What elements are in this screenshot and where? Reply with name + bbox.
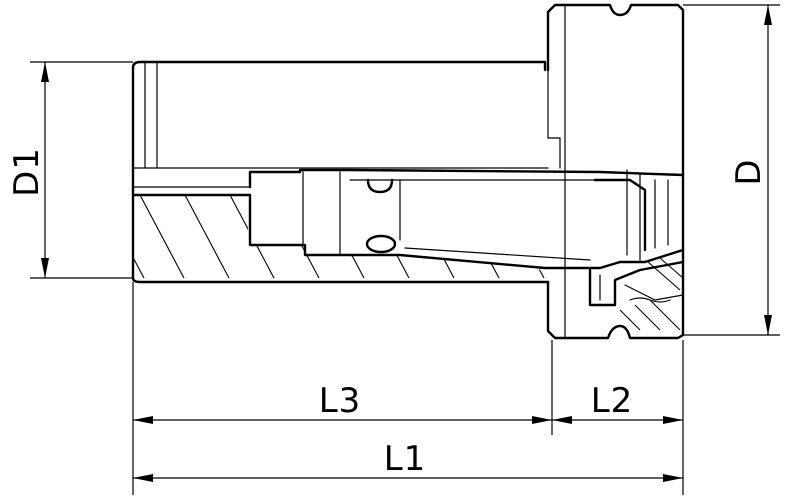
dimension-l2: L2	[552, 381, 683, 424]
dimension-label-l3: L3	[319, 381, 362, 421]
dimension-label-d: D	[729, 158, 769, 185]
extension-lines	[132, 282, 684, 495]
dimension-d: D	[683, 4, 780, 336]
dimension-d1: D1	[7, 61, 133, 279]
dimension-l1: L1	[133, 439, 683, 482]
collet	[248, 168, 685, 307]
nut-hatching	[619, 257, 684, 331]
dimension-label-l1: L1	[384, 439, 427, 479]
dimension-label-l2: L2	[591, 381, 634, 421]
section-hatching	[133, 195, 545, 278]
dimension-label-d1: D1	[7, 147, 47, 197]
dimension-l3: L3	[133, 381, 552, 424]
